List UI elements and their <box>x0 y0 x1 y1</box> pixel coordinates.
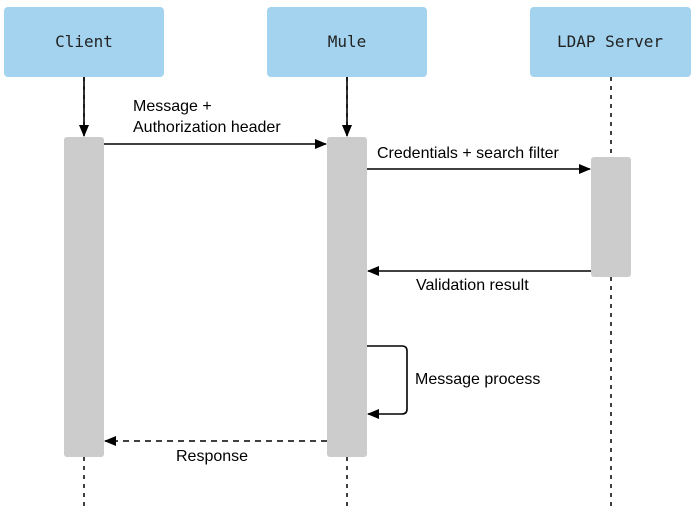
client-activation-bar <box>64 137 104 457</box>
participant-mule-label: Mule <box>328 32 367 51</box>
ldap-activation-bar <box>591 157 631 277</box>
mule-activation-bar <box>327 137 367 457</box>
participant-ldap-server-label: LDAP Server <box>557 32 663 51</box>
request-label-line2: Authorization header <box>133 119 281 136</box>
response-label: Response <box>176 448 248 465</box>
request-label-line1: Message + <box>133 98 212 115</box>
participant-mule: Mule <box>267 7 427 77</box>
ldap-result-label: Validation result <box>416 277 529 294</box>
participant-client: Client <box>4 7 164 77</box>
self-process-arrow <box>367 345 408 419</box>
self-process-label: Message process <box>415 371 540 388</box>
ldap-query-label: Credentials + search filter <box>377 145 560 162</box>
participant-client-label: Client <box>55 32 113 51</box>
participant-ldap-server: LDAP Server <box>530 7 691 77</box>
